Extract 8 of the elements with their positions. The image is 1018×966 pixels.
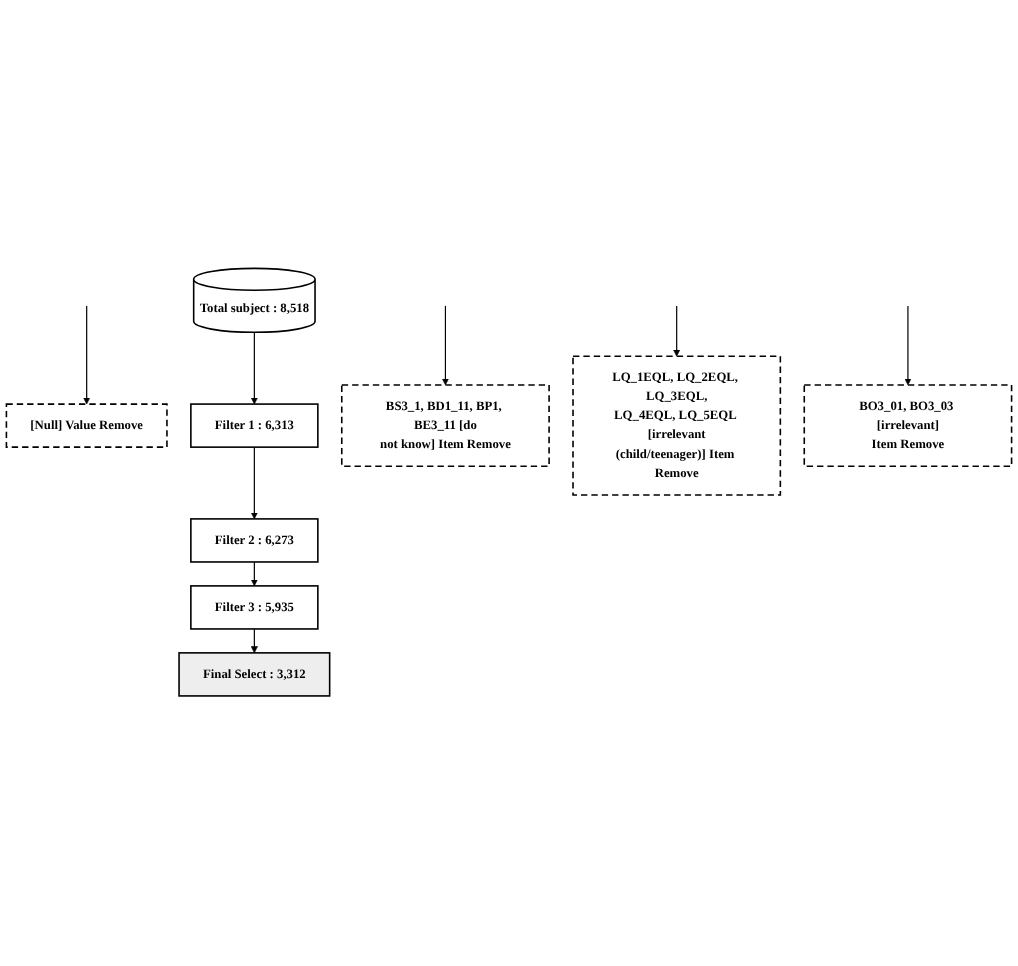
- arrow: [250, 629, 258, 655]
- arrow: [250, 332, 258, 406]
- arrow: [673, 306, 681, 358]
- arrow: [250, 562, 258, 588]
- arrow: [250, 447, 258, 521]
- arrow: [904, 306, 912, 387]
- arrow: [83, 306, 91, 406]
- arrow: [441, 306, 449, 387]
